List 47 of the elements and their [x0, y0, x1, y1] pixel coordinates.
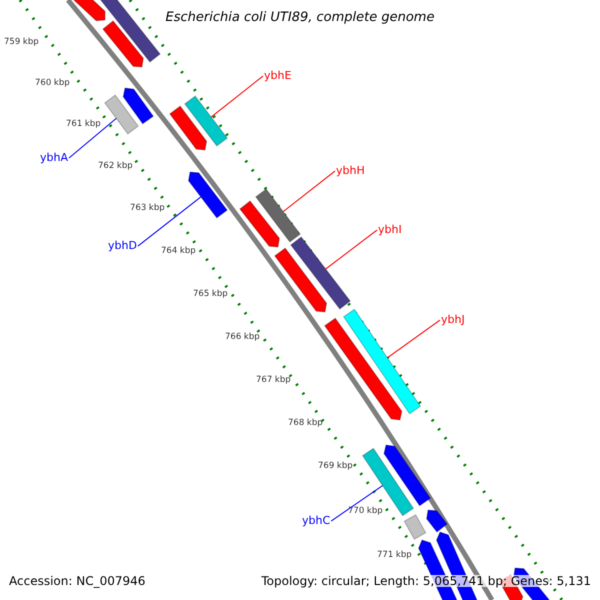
- scale-label: 768 kbp: [288, 419, 323, 428]
- gene-segment: [426, 509, 448, 533]
- gene-segment: [404, 514, 426, 540]
- leader-line: [386, 320, 440, 358]
- leader-line: [325, 230, 378, 270]
- gene-label: ybhC: [302, 515, 330, 526]
- scale-label: 770 kbp: [348, 507, 383, 516]
- info-text: Topology: circular; Length: 5,065,741 bp; Genes: 5,131: [261, 575, 591, 587]
- scale-label: 771 kbp: [377, 551, 412, 560]
- scale-label: 759 kbp: [4, 38, 39, 46]
- scale-label: 764 kbp: [161, 247, 196, 256]
- gene-segment: [102, 20, 144, 68]
- info-text: Accession: NC_007946: [9, 575, 146, 587]
- gene-segment: [188, 171, 228, 219]
- leader-line: [282, 170, 336, 212]
- gene-segment: [274, 247, 328, 313]
- gene-segment: [72, 0, 106, 22]
- gene-segment: [239, 200, 280, 248]
- gene-segment: [122, 87, 154, 124]
- gene-segment: [383, 444, 432, 506]
- leader-line: [68, 118, 117, 159]
- leader-line: [330, 485, 384, 522]
- scale-label: 766 kbp: [225, 333, 260, 342]
- gene-label: ybhJ: [441, 314, 465, 325]
- title: Escherichia coli UTI89, complete genome: [164, 11, 436, 24]
- gene-label: ybhA: [40, 152, 68, 163]
- scale-label: 769 kbp: [318, 462, 353, 470]
- scale-label: 762 kbp: [98, 162, 133, 170]
- gene-segment: [104, 94, 139, 135]
- gene-segment: [342, 308, 422, 414]
- gene-segment: [255, 188, 301, 243]
- leader-line: [137, 196, 202, 247]
- scale-label: 765 kbp: [193, 290, 228, 298]
- gene-label: ybhE: [264, 70, 292, 81]
- gene-label: ybhI: [378, 224, 402, 235]
- scale-label: 763 kbp: [130, 204, 165, 212]
- gene-segment: [99, 0, 161, 63]
- gene-segment: [290, 236, 351, 310]
- scale-label: 767 kbp: [256, 376, 291, 384]
- gene-segment: [169, 105, 208, 151]
- gene-label: ybhH: [336, 165, 365, 176]
- leader-line: [210, 76, 264, 118]
- gene-label: ybhD: [108, 240, 137, 251]
- gene-segment: [184, 95, 228, 147]
- scale-label: 760 kbp: [35, 79, 70, 88]
- gene-segment: [324, 318, 402, 421]
- scale-label: 761 kbp: [66, 120, 101, 128]
